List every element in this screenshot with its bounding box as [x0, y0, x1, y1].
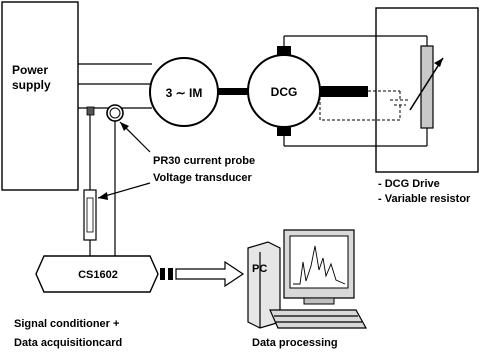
dcg-drive-block — [283, 7, 479, 173]
voltage-tap — [86, 106, 95, 116]
coupling-shaft — [218, 88, 250, 95]
signal-conditioner-label: CS1602 — [78, 269, 118, 281]
generator-brush-bottom — [277, 126, 291, 136]
data-link-bar-1 — [160, 268, 165, 280]
generator-label: DCG — [271, 85, 298, 99]
pc-label: PC — [252, 263, 267, 275]
generator-brush-top — [277, 46, 291, 56]
resistor-arrow — [409, 57, 444, 111]
resistor-arrowhead — [434, 58, 443, 67]
field-winding — [320, 86, 368, 97]
dc-generator: DCG — [247, 46, 368, 136]
power-supply-box — [1, 1, 79, 191]
signal-conditioner-box — [35, 255, 159, 293]
signal-conditioner-block: CS1602 — [35, 255, 159, 293]
supply-wiring — [78, 63, 152, 109]
caption-data-acquisition: Data acquisitioncard — [14, 337, 122, 349]
caption-signal-conditioner: Signal conditioner + — [14, 318, 119, 330]
pc-monitor-stand — [303, 297, 335, 305]
data-link-bar-2 — [168, 268, 173, 280]
data-link-arrow-shape — [175, 260, 245, 288]
voltage-transducer-inner — [86, 197, 94, 233]
current-probe-ring-inner — [109, 107, 121, 119]
current-probe-label: PR30 current probe — [153, 155, 255, 167]
variable-resistor — [420, 45, 434, 129]
power-supply-label-line1: Power — [12, 63, 48, 77]
transducer-pointer-arrowhead — [98, 192, 108, 200]
power-supply-block: Power supply — [1, 1, 79, 191]
pc-screen — [289, 235, 349, 289]
power-supply-label-line2: supply — [12, 78, 51, 92]
screen-spectrum-trace — [293, 245, 346, 285]
probe-pointer-arrowhead — [120, 122, 129, 131]
induction-motor: 3 ∼ IM — [149, 57, 219, 127]
caption-data-processing: Data processing — [252, 337, 338, 349]
voltage-transducer-label: Voltage transducer — [153, 172, 253, 184]
dcg-drive-label: - DCG Drive — [378, 178, 440, 190]
pc-keyboard — [269, 309, 368, 329]
motor-label: 3 ∼ IM — [166, 86, 203, 100]
measurement-probes — [83, 104, 124, 256]
pc-block: PC — [247, 229, 368, 329]
variable-resistor-label: - Variable resistor — [378, 193, 471, 205]
data-link-arrow — [160, 260, 245, 288]
current-probe-ring — [106, 104, 124, 122]
